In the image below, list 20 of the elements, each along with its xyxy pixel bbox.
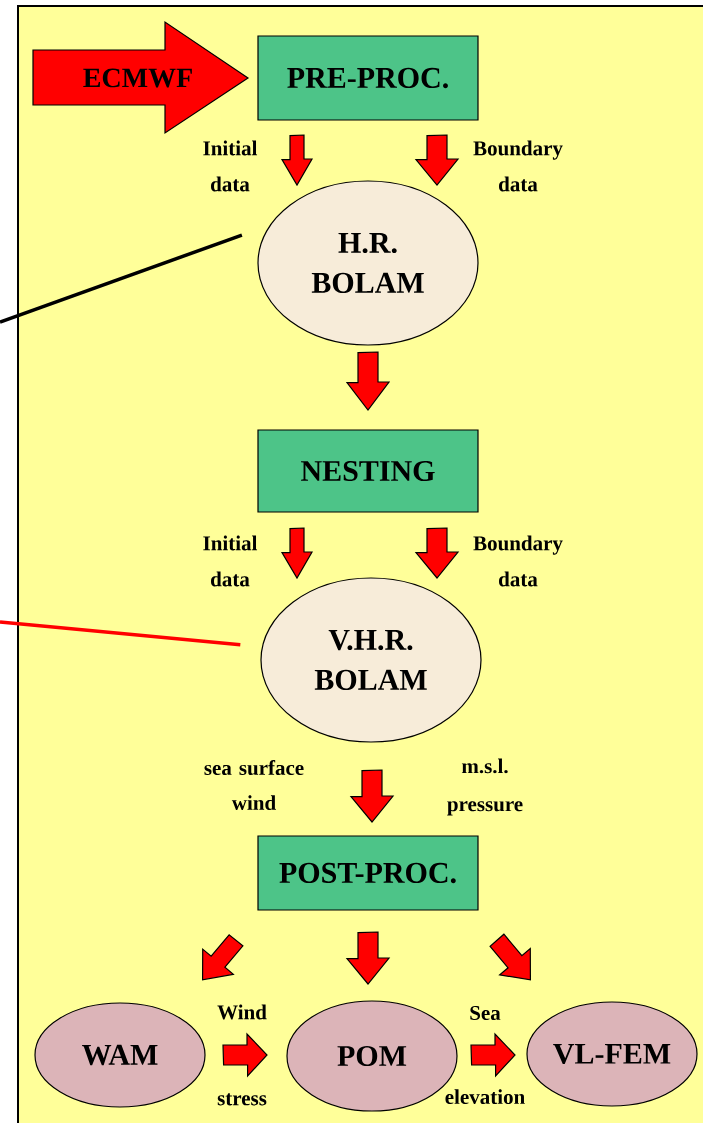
leader-line: [0, 233, 243, 324]
flow-label: m.s.l. pressure: [447, 758, 523, 816]
edge-label: Initial data: [203, 140, 258, 192]
block-arrow: [489, 933, 531, 981]
block-arrow: [414, 134, 460, 186]
block-arrow: [470, 1032, 516, 1078]
process-box: PRE-PROC.: [257, 35, 479, 121]
edge-label: Wind stress: [217, 1004, 267, 1106]
leader-line: [0, 620, 241, 647]
block-arrow: [280, 134, 314, 187]
block-arrow: [222, 1032, 268, 1078]
block-arrow: [349, 769, 395, 823]
block-arrow: [280, 527, 314, 580]
block-arrow: [345, 931, 391, 985]
edge-label: sea surface wind: [204, 760, 304, 810]
process-box: NESTING: [257, 429, 479, 513]
process-box: POST-PROC.: [257, 835, 479, 911]
block-arrow: [345, 351, 391, 411]
block-arrow: [414, 527, 460, 579]
edge-label: Initial data: [203, 535, 258, 587]
